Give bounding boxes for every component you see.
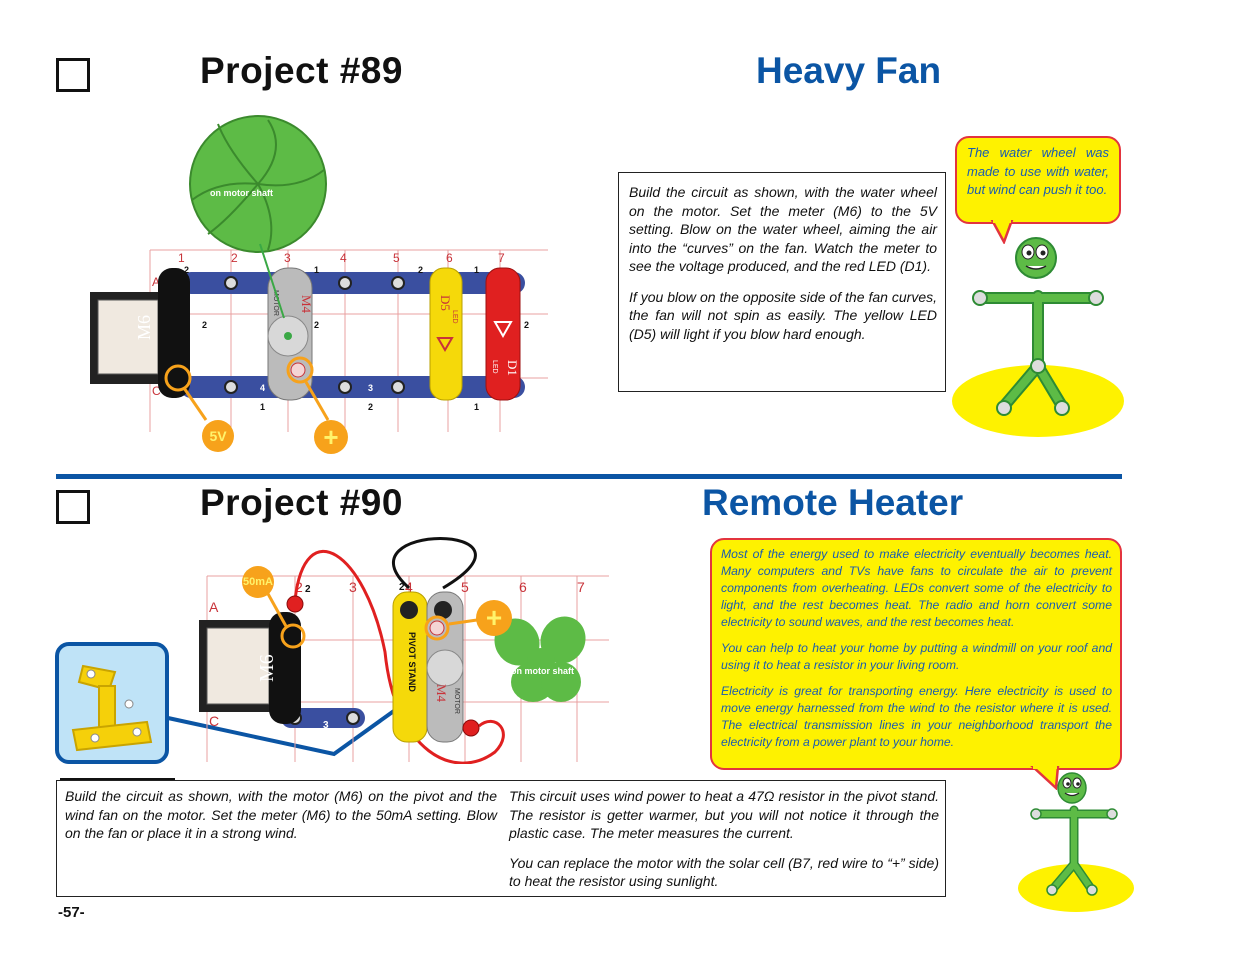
project89-instructions: Build the circuit as shown, with the wat… (618, 172, 946, 392)
mascot-snappy (1018, 772, 1134, 912)
meter-m6: M6 (199, 612, 301, 724)
top-snap-wires (180, 272, 525, 398)
pivot-stand: PIVOT STAND (392, 591, 428, 743)
led-d1-text: LED (491, 360, 498, 374)
col-label: 7 (498, 251, 505, 265)
col-label: 3 (349, 579, 357, 595)
project89-checkbox[interactable] (56, 58, 90, 92)
bubble-paragraph: Most of the energy used to make electric… (721, 547, 1112, 629)
bubble-tail (990, 220, 1014, 244)
instructions-left: Build the circuit as shown, with the mot… (65, 788, 497, 841)
meter-label: M6 (256, 654, 278, 682)
wire-number: 1 (474, 265, 479, 275)
motor-m4: M4 MOTOR (426, 591, 480, 743)
motor-text: MOTOR (453, 688, 460, 714)
instructions-right: This circuit uses wind power to heat a 4… (509, 787, 939, 891)
col-label: 2 (231, 251, 238, 265)
col-label: 6 (446, 251, 453, 265)
wire-number: 3 (323, 720, 329, 731)
meter-label: M6 (134, 315, 154, 340)
wire-number: 1 (474, 402, 479, 412)
wire-number: 4 (260, 383, 265, 393)
project90-speech-bubble: Most of the energy used to make electric… (710, 538, 1122, 770)
instructions-header-line (60, 778, 175, 780)
bubble-tail (1030, 766, 1060, 790)
callouts (164, 356, 330, 421)
bubble-paragraph: You can help to heat your home by puttin… (721, 641, 1112, 672)
meter-m6: M6 (90, 268, 190, 398)
wire-number: 2 (524, 320, 529, 330)
project90-name: Remote Heater (702, 482, 964, 523)
wire-number: 2 (305, 584, 311, 595)
wind-fan: on motor shaft (494, 616, 586, 702)
fan-label: on motor shaft (511, 666, 574, 676)
bottom-snap-wire (281, 708, 365, 728)
led-d5-label: D5 (438, 295, 453, 311)
col-label: 2 (295, 579, 303, 595)
page-number: -57- (58, 904, 85, 921)
motor-label: M4 (299, 295, 314, 314)
row-label: A (209, 599, 219, 615)
bubble-paragraph: Electricity is great for transporting en… (721, 684, 1112, 749)
project89-name: Heavy Fan (756, 50, 942, 91)
project89-circuit-diagram: 1 2 3 4 5 6 7 A C 2 1 2 1 2 2 2 4 3 1 2 … (90, 115, 548, 432)
instruction-paragraph: Build the circuit as shown, with the wat… (629, 184, 937, 274)
callout-plus: + (476, 600, 512, 636)
section-divider (56, 474, 1122, 479)
wire-number: 2 (314, 320, 319, 330)
wire-number: 2 (368, 402, 373, 412)
wire-number: 3 (368, 383, 373, 393)
instruction-paragraph: This circuit uses wind power to heat a 4… (509, 788, 939, 841)
project89-speech-bubble: The water wheel was made to use with wat… (955, 136, 1121, 224)
led-d1-label: D1 (505, 360, 520, 376)
motor-text: MOTOR (272, 290, 279, 316)
instruction-paragraph: If you blow on the opposite side of the … (629, 288, 937, 342)
led-d5-text: LED (451, 310, 458, 324)
pivot-stand-photo (55, 642, 169, 764)
water-wheel-fan: on motor shaft (189, 115, 327, 319)
project89-title: Project #89 (200, 50, 403, 91)
led-d5: D5 LED (429, 267, 463, 401)
fan-label: on motor shaft (210, 188, 273, 198)
mascot-snappy (952, 237, 1124, 437)
wire-number: 2 (399, 582, 405, 593)
col-label: 4 (340, 251, 347, 265)
wire-number: 1 (260, 402, 265, 412)
wire-number: 2 (202, 320, 207, 330)
pivot-label: PIVOT STAND (407, 632, 417, 692)
wire-number: 1 (314, 265, 319, 275)
led-d1: D1 LED (485, 267, 521, 401)
col-label: 7 (577, 579, 585, 595)
project90-checkbox[interactable] (56, 490, 90, 524)
wire-number: 2 (418, 265, 423, 275)
col-label: 6 (519, 579, 527, 595)
project90-circuit-diagram: 2 3 4 5 6 7 A C 2 2 3 M6 PIVOT STAND M4 (199, 537, 609, 764)
photo-pointer (167, 706, 400, 757)
callout-plus: + (314, 420, 348, 454)
row-label: A (152, 275, 160, 289)
callout-5v: 5V (202, 420, 234, 452)
motor-label: M4 (434, 684, 449, 703)
project90-title: Project #90 (200, 482, 403, 523)
callout-50ma: 50mA (242, 566, 274, 598)
wire-number: 2 (184, 265, 189, 275)
bubble-text: The water wheel was made to use with wat… (967, 145, 1109, 197)
row-label: C (152, 384, 161, 398)
col-label: 3 (284, 251, 291, 265)
col-label: 1 (178, 251, 185, 265)
col-label: 5 (461, 579, 469, 595)
instruction-paragraph: You can replace the motor with the solar… (509, 854, 939, 890)
col-label: 5 (393, 251, 400, 265)
row-label: C (209, 713, 219, 729)
project90-instructions: Build the circuit as shown, with the mot… (56, 780, 946, 897)
black-jumper-wire (392, 537, 477, 590)
